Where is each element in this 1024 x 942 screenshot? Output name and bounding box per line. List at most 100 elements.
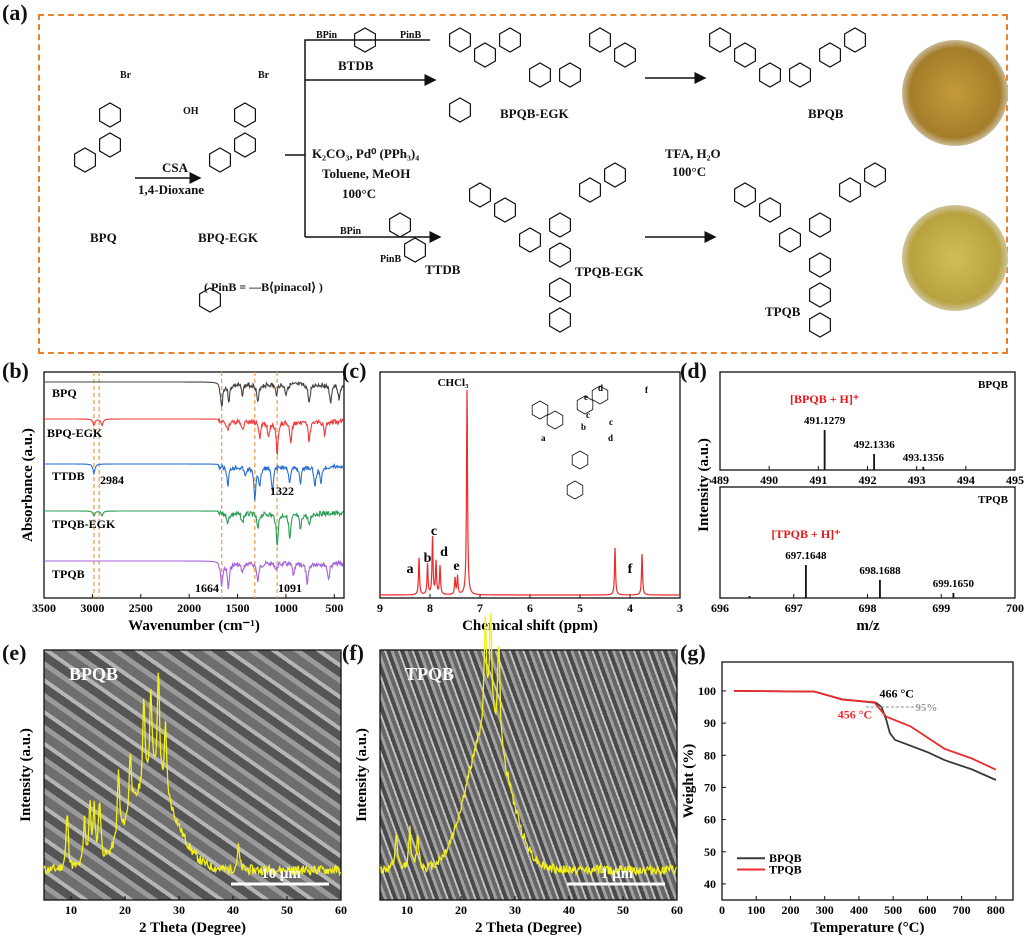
benzene-ring (733, 42, 757, 68)
benzene-ring (449, 27, 471, 53)
tga-x-tick-label: 300 (816, 903, 834, 917)
ir-peak-annotation: 2984 (100, 473, 124, 487)
ms-panel-title: TPQB (978, 494, 1009, 506)
ms-x-bpqb-tick-label: 492 (859, 473, 877, 487)
nmr-peak-label: d (440, 545, 448, 560)
benzene-ring (758, 197, 782, 223)
tga-curve-bpqb (733, 690, 997, 781)
ir-spectrum-bpq-egk (44, 417, 345, 456)
tga-x-tick-label: 600 (918, 903, 936, 917)
benzene-ring (528, 62, 552, 88)
tga-y-tick-label: 40 (704, 877, 716, 891)
legend-label: BPQB (769, 851, 802, 865)
tga-y-tick-label: 60 (704, 813, 716, 827)
sem-sample-label: BPQB (69, 664, 118, 684)
ir-series-label: TPQB (52, 567, 85, 581)
bracket-top (285, 39, 430, 156)
legend-label: TPQB (769, 862, 802, 876)
ir-spectrum-ttdb (44, 462, 345, 501)
xrd-x-bpqb-tick-label: 60 (335, 903, 347, 917)
label-bpq: BPQ (90, 230, 117, 245)
panel-label-c: (c) (342, 358, 367, 383)
ir-x-tick-label: 1000 (274, 601, 298, 615)
structure-proton-label: b (581, 422, 586, 432)
ms-peak-label: 698.1688 (859, 565, 901, 577)
scheme-box (38, 14, 1008, 354)
xrd-x-tpqb-tick-label: 40 (563, 903, 575, 917)
xrd-pattern-tpqb (379, 611, 678, 877)
xrd-x-axis-title: 2 Theta (Degree) (475, 920, 582, 936)
tga-x-tick-label: 100 (747, 903, 765, 917)
benzene-ring (548, 242, 572, 268)
nmr-x-tick-label: 6 (527, 601, 533, 615)
benzene-ring (788, 62, 812, 88)
reagent-temp1: 100°C (342, 186, 377, 201)
ir-y-axis-title: Absorbance (a.u.) (20, 428, 36, 542)
benzene-ring (548, 212, 572, 238)
benzene-ring (98, 132, 122, 158)
ms-x-axis-title: m/z (856, 618, 880, 634)
ms-x-bpqb-tick-label: 493 (908, 473, 926, 487)
diol-oh: OH (183, 106, 199, 117)
tga-bpqb-temp: 466 °C (879, 686, 913, 700)
ms-x-tpqb-tick-label: 699 (932, 601, 950, 615)
benzene-ring (548, 277, 572, 303)
benzene-ring (469, 182, 491, 208)
xrd-x-axis-title: 2 Theta (Degree) (139, 920, 246, 936)
ttdb-bpin: BPin (340, 226, 362, 237)
label-ttdb: TTDB (425, 262, 461, 277)
ir-peak-annotation: 1664 (195, 581, 219, 595)
xrd-x-tpqb-tick-label: 50 (617, 903, 629, 917)
ms-x-bpqb-tick-label: 490 (760, 473, 778, 487)
benzene-ring (603, 162, 627, 188)
benzene-ring (558, 62, 582, 88)
ir-x-tick-label: 3500 (32, 601, 56, 615)
benzene-ring (818, 42, 842, 68)
tga-plot-area (721, 661, 1014, 901)
nmr-x-tick-label: 3 (677, 601, 683, 615)
reagent-tfa: TFA, H₂O (665, 146, 721, 161)
benzene-ring (199, 287, 221, 313)
benzene-ring (404, 237, 426, 263)
tga-95-label: 95% (915, 702, 937, 714)
tga-y-axis-title: Weight (%) (681, 744, 697, 819)
structure-proton-label: c (609, 417, 613, 427)
benzene-ring (613, 42, 637, 68)
benzene-ring (838, 177, 862, 203)
nmr-peak-label: b (424, 551, 432, 566)
label-bpqb: BPQB (808, 106, 844, 121)
nmr-peak-label: CHCl₃ (438, 377, 470, 389)
structure-ring (571, 450, 589, 470)
panel-label-b: (b) (2, 358, 29, 383)
btdb-pinb: PinB (400, 30, 422, 41)
ir-series-label: BPQ-EGK (47, 426, 103, 440)
bpq-br: Br (120, 70, 132, 81)
benzene-ring (73, 147, 97, 173)
benzene-ring (843, 27, 867, 53)
scale-bar-label: 10 μm (261, 866, 301, 882)
benzene-ring (209, 147, 231, 173)
ms-panel-title: BPQB (978, 379, 1009, 391)
benzene-ring (548, 307, 572, 333)
structure-ring (576, 395, 594, 415)
benzene-ring (808, 212, 832, 238)
xrd-plot-area-tpqb (379, 649, 678, 901)
ms-ion-label: [BPQB + H]⁺ (790, 392, 859, 406)
panel-label-e: (e) (2, 640, 27, 665)
nmr-peak-label: c (431, 524, 437, 539)
tga-x-tick-label: 200 (781, 903, 799, 917)
benzene-ring (234, 132, 256, 158)
tga-x-tick-label: 400 (850, 903, 868, 917)
scale-bar-label: 1 μm (601, 866, 634, 882)
benzene-ring (733, 182, 757, 208)
nmr-x-tick-label: 4 (627, 601, 633, 615)
xrd-y-axis-title: Intensity (a.u.) (18, 728, 34, 822)
benzene-ring (808, 282, 832, 308)
ir-series-label: BPQ (52, 386, 77, 400)
nmr-peak-label: e (453, 559, 459, 574)
tga-x-axis-title: Temperature (°C) (811, 920, 925, 936)
ms-x-tpqb-tick-label: 696 (711, 601, 729, 615)
xrd-x-bpqb-tick-label: 10 (65, 903, 77, 917)
